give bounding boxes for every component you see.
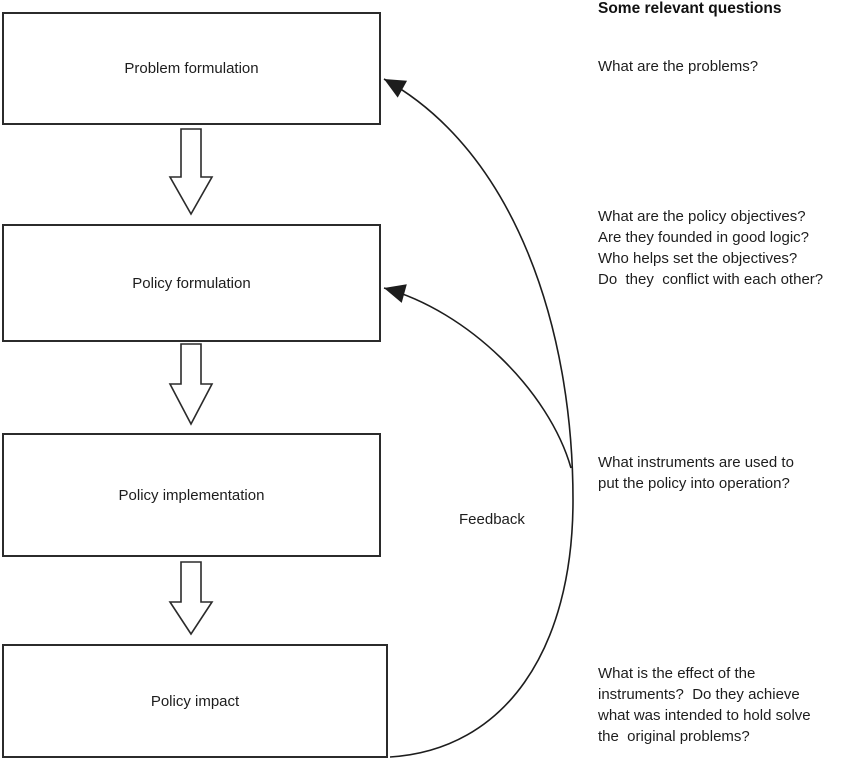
flow-box-label: Policy implementation (118, 486, 265, 504)
flow-box-label: Policy formulation (132, 274, 251, 292)
flow-box-label: Policy impact (150, 692, 240, 710)
question-policy-implementation: What instruments are used to put the pol… (598, 454, 794, 492)
feedback-label: Feedback (459, 511, 525, 528)
down-arrow-2 (168, 343, 214, 426)
feedback-curve-to-policy-formulation (383, 284, 572, 469)
flow-box-label: Problem formulation (124, 60, 259, 77)
feedback-curve-to-problem-formulation (383, 78, 574, 758)
question-problem-formulation: What are the problems? (598, 58, 759, 75)
flow-box-policy-implementation: Policy implementation (2, 433, 381, 557)
question-policy-formulation: What are the policy objectives? Are they… (598, 208, 824, 288)
question-policy-impact: What is the effect of the instruments? D… (598, 665, 811, 745)
flow-box-policy-impact: Policy impact (2, 644, 388, 758)
down-arrow-3 (168, 561, 214, 636)
down-arrow-1 (168, 128, 214, 216)
flow-box-policy-formulation: Policy formulation (2, 224, 381, 342)
questions-header: Some relevant questions (598, 0, 782, 17)
flow-box-problem-formulation: Problem formulation (2, 12, 381, 125)
